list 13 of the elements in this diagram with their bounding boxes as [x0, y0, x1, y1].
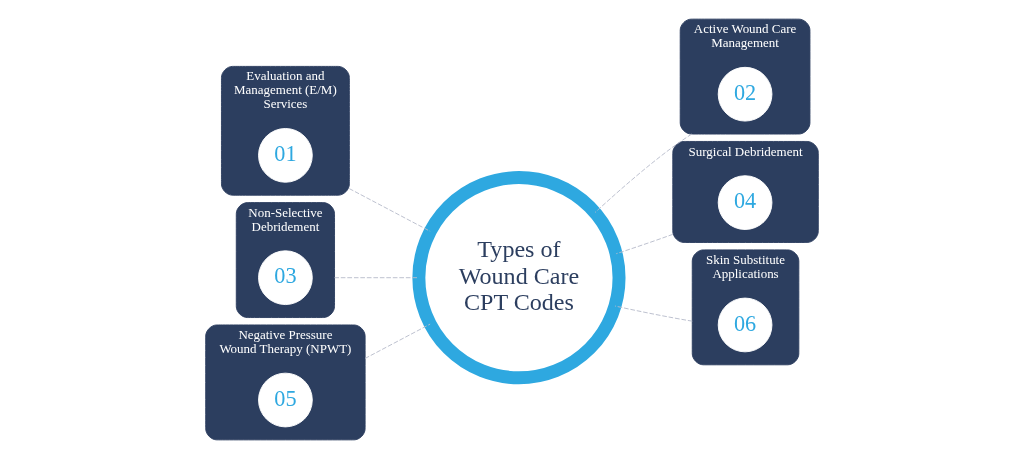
node-circle: 06 [717, 297, 773, 353]
connector [364, 323, 431, 359]
connector [348, 188, 431, 232]
node-circle: 02 [717, 66, 773, 122]
connector [614, 305, 693, 322]
connector [334, 277, 420, 279]
connector [594, 133, 693, 213]
connector [615, 233, 674, 255]
node-circle: 05 [258, 372, 313, 428]
node-circle: 01 [258, 128, 313, 183]
node-circle: 04 [717, 175, 773, 230]
node-circle: Types of Wound Care CPT Codes [412, 171, 626, 385]
node-circle: 03 [258, 250, 313, 306]
